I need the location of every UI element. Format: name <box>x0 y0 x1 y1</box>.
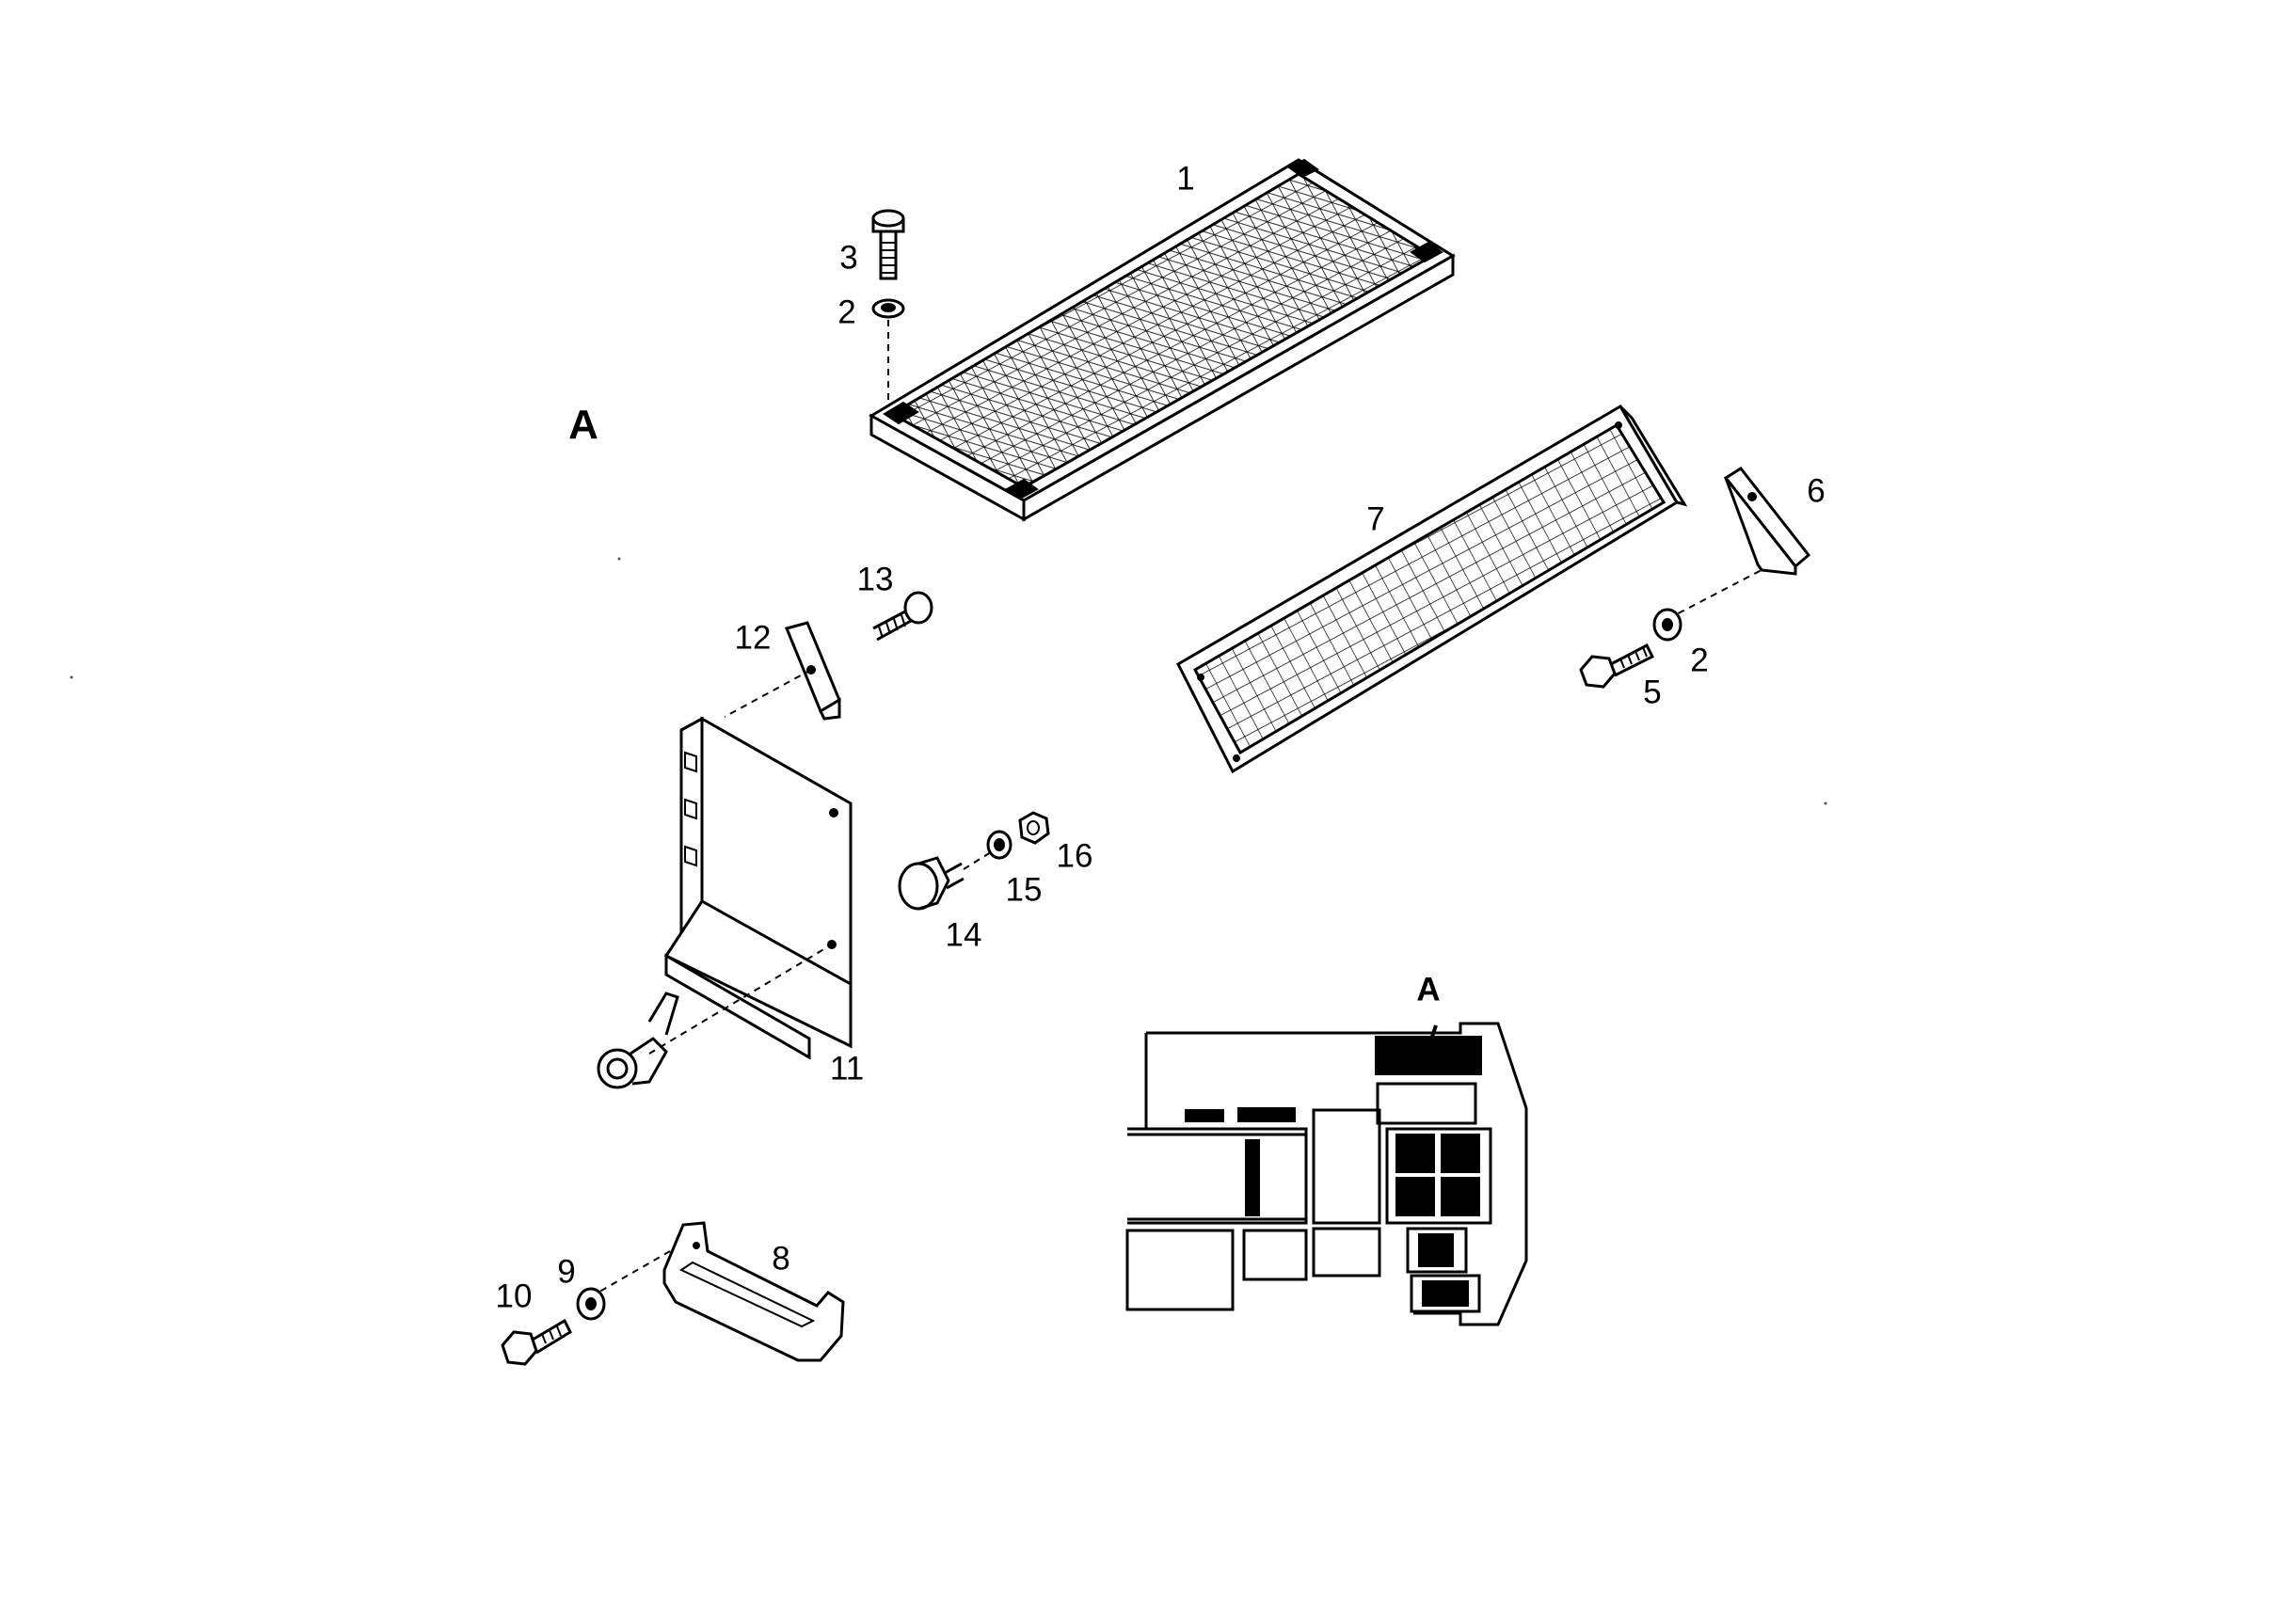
cam-lock <box>597 992 679 1089</box>
nut-part-16 <box>1018 811 1050 845</box>
grating-panel-part-1 <box>868 158 1456 522</box>
callout-11: 11 <box>829 1050 865 1087</box>
callout-2-upper: 2 <box>837 294 856 331</box>
callout-9: 9 <box>557 1253 576 1291</box>
assembly-line-handle-8 <box>594 1250 671 1295</box>
callout-7: 7 <box>1366 500 1385 538</box>
knob-part-14 <box>898 856 965 911</box>
callout-10: 10 <box>495 1278 533 1315</box>
screw-part-13 <box>872 591 933 642</box>
callout-13: 13 <box>856 561 894 598</box>
plate-part-12 <box>784 621 841 721</box>
locator-pointer <box>1430 1024 1438 1038</box>
callout-1: 1 <box>1176 160 1195 198</box>
callout-5: 5 <box>1643 674 1662 711</box>
assembly-line-lock <box>648 944 833 1055</box>
bolt-part-5 <box>1579 643 1655 689</box>
locator-overview <box>1125 1022 1528 1326</box>
washer-part-2-right <box>1652 608 1682 642</box>
bolt-part-3 <box>871 209 905 280</box>
washer-part-15 <box>986 830 1012 860</box>
callout-3: 3 <box>839 239 858 277</box>
view-marker-label: A <box>568 402 598 448</box>
bracket-part-6 <box>1723 467 1811 576</box>
callout-6: 6 <box>1807 472 1826 510</box>
assembly-line-plate-12 <box>724 669 812 718</box>
callout-15: 15 <box>1005 871 1043 909</box>
washer-part-2-upper <box>871 298 905 319</box>
assembly-line-knob-14 <box>963 849 995 870</box>
mesh-filter-part-7 <box>1176 404 1688 774</box>
assembly-line-bracket-6 <box>1666 569 1762 620</box>
callout-12: 12 <box>734 619 772 657</box>
bolt-part-10 <box>501 1318 572 1366</box>
callout-16: 16 <box>1056 837 1093 875</box>
callout-14: 14 <box>945 916 982 954</box>
handle-part-8 <box>662 1221 845 1362</box>
callout-8: 8 <box>772 1240 790 1278</box>
locator-marker-label: A <box>1416 971 1441 1008</box>
washer-part-9 <box>576 1287 606 1321</box>
callout-2-right: 2 <box>1690 642 1709 679</box>
cover-bracket-part-11 <box>663 716 853 1060</box>
